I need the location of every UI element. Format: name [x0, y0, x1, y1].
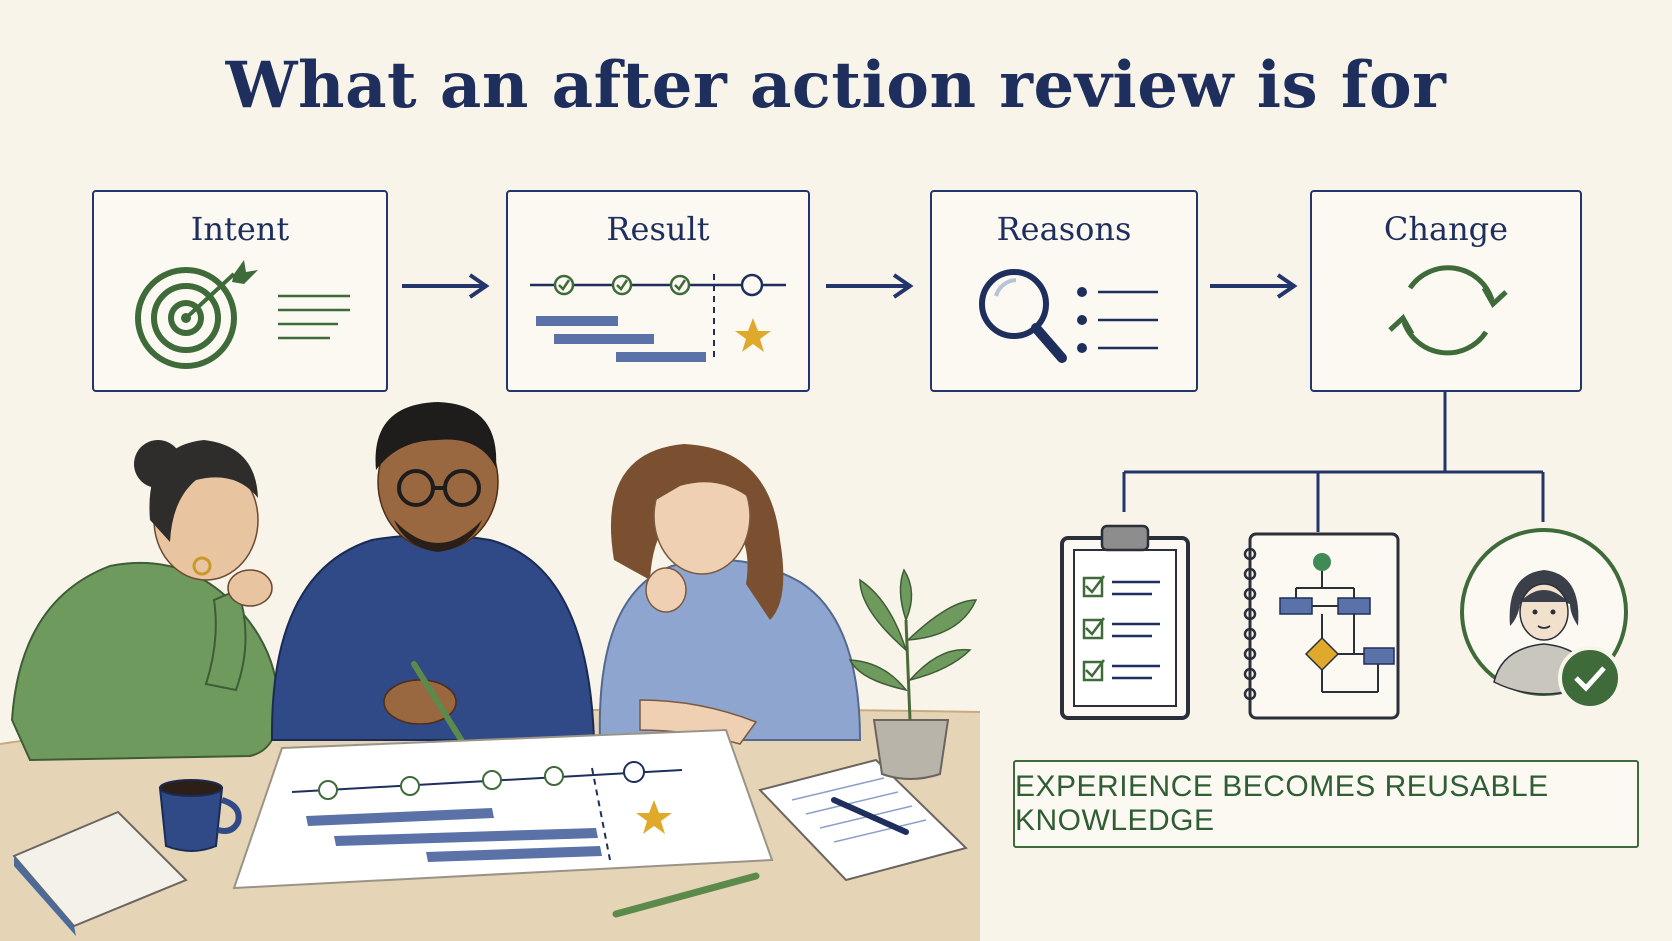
person-middle [270, 402, 596, 757]
step-result: Result [506, 190, 810, 392]
step-reasons: Reasons [930, 190, 1198, 392]
step-label: Result [606, 210, 710, 248]
step-label: Intent [190, 210, 290, 248]
person-right [598, 444, 862, 745]
flowchart-notebook-icon [1243, 532, 1400, 720]
mug-icon [158, 779, 242, 852]
trained-person-icon [1460, 528, 1628, 710]
plant-icon [848, 568, 978, 780]
checklist-clipboard-icon [1060, 524, 1190, 720]
notebook-icon [758, 758, 968, 882]
timeline-icon [530, 273, 786, 362]
cycle-icon [1388, 265, 1508, 356]
step-change: Change [1310, 190, 1582, 392]
arrow-right-icon [1210, 273, 1298, 299]
plan-paper [232, 728, 774, 890]
knowledge-banner: EXPERIENCE BECOMES REUSABLE KNOWLEDGE [1013, 760, 1639, 848]
banner-text: EXPERIENCE BECOMES REUSABLE KNOWLEDGE [1015, 770, 1549, 837]
page-title: What an after action review is for [225, 48, 1447, 123]
arrow-right-icon [402, 273, 490, 299]
target-icon [135, 260, 350, 369]
step-label: Change [1383, 210, 1509, 248]
magnifier-icon [979, 269, 1158, 363]
pencil-icon [612, 872, 760, 918]
arrow-right-icon [826, 273, 914, 299]
step-intent: Intent [92, 190, 388, 392]
step-label: Reasons [996, 210, 1132, 248]
book-icon [12, 810, 188, 936]
person-left [10, 440, 280, 762]
